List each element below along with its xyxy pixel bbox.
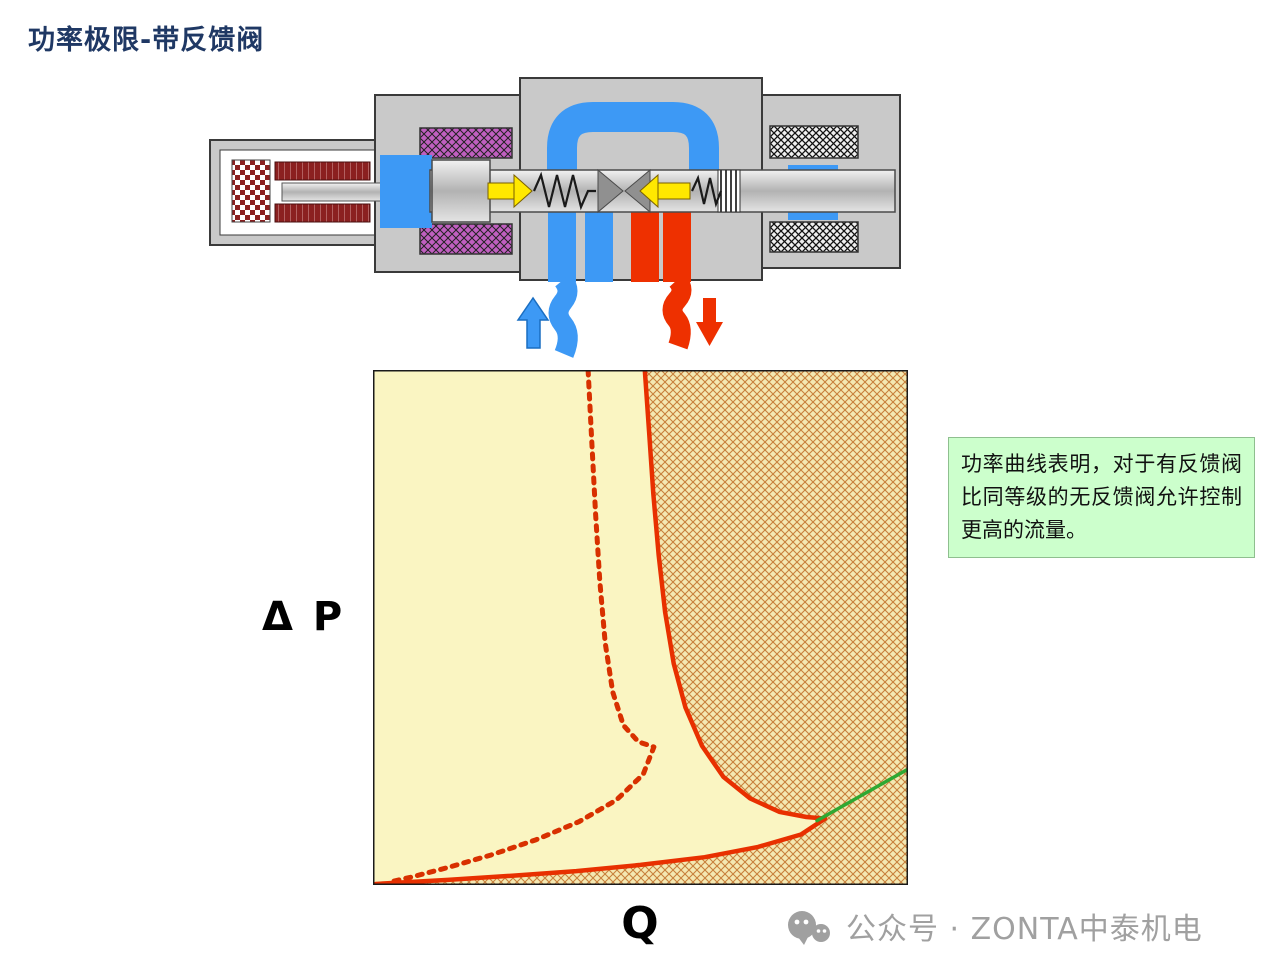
force-arrow-left-icon <box>639 173 691 209</box>
flow-up-arrow-icon <box>516 296 550 349</box>
chart-ylabel: Δ P <box>262 594 346 640</box>
flow-down-arrow-icon <box>696 298 723 346</box>
pq-chart <box>373 370 908 885</box>
note-text: 功率曲线表明，对于有反馈阀比同等级的无反馈阀允许控制更高的流量。 <box>961 452 1242 542</box>
note-box: 功率曲线表明，对于有反馈阀比同等级的无反馈阀允许控制更高的流量。 <box>948 437 1255 558</box>
curve-green-extension <box>815 767 908 823</box>
solenoid-coil-right <box>769 125 859 253</box>
watermark: 公众号 · ZONTA中泰机电 <box>780 901 1203 951</box>
page-title: 功率极限-带反馈阀 <box>28 25 265 56</box>
curve-with-feedback <box>373 370 828 885</box>
red-flow-path <box>631 205 723 350</box>
watermark-logo-icon <box>788 911 830 945</box>
armature-assembly <box>231 159 433 223</box>
hatched-region <box>375 370 908 885</box>
watermark-text: 公众号 · ZONTA中泰机电 <box>846 912 1203 947</box>
solenoid-coil-left <box>419 127 513 255</box>
chart-border <box>373 370 908 885</box>
curve-without-feedback <box>387 370 657 885</box>
valve-diagram <box>209 77 901 358</box>
chart-xlabel: Q <box>621 898 659 949</box>
force-arrow-right-icon <box>487 173 533 209</box>
return-springs <box>532 171 723 211</box>
